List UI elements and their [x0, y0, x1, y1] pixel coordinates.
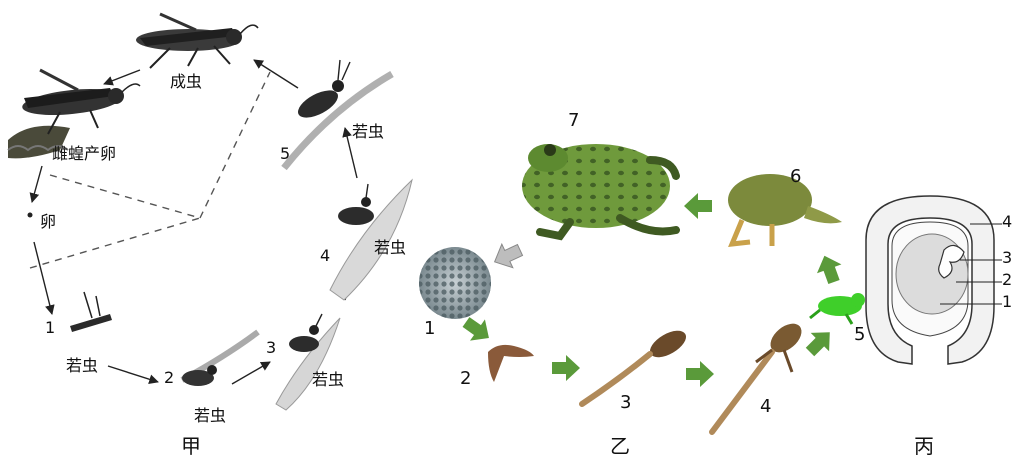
nymph-2: [182, 332, 258, 386]
label-number-3: 3: [266, 340, 276, 356]
label-number-2: 2: [164, 370, 174, 386]
frog-number-1: 1: [424, 320, 435, 338]
frog-number-5: 5: [854, 326, 865, 344]
label-number-4: 4: [320, 248, 330, 264]
egg-mass: [419, 247, 491, 319]
adult-frog: [522, 144, 676, 236]
egg-part-4: 4: [1002, 214, 1012, 230]
grasshopper-cycle: [8, 14, 412, 410]
egg-mark: [28, 213, 33, 218]
frog-number-3: 3: [620, 394, 631, 412]
frog-number-2: 2: [460, 370, 471, 388]
label-number-1: 1: [45, 320, 55, 336]
label-nymph-4: 若虫: [374, 240, 406, 256]
hatched-return-arrow: [489, 238, 525, 273]
label-nymph-2: 若虫: [194, 408, 226, 424]
label-laying: 雌蝗产卵: [52, 146, 116, 162]
caption-yi: 乙: [610, 436, 630, 456]
frog-number-4: 4: [760, 398, 771, 416]
label-nymph-5: 若虫: [352, 124, 384, 140]
nymph-1: [70, 292, 112, 332]
young-tadpole: [488, 345, 534, 382]
tadpole: [582, 325, 690, 404]
juvenile-frog: [810, 293, 865, 324]
caption-bing: 丙: [914, 436, 934, 456]
froglet-with-tail: [728, 174, 842, 246]
label-nymph-1: 若虫: [66, 358, 98, 374]
label-adult: 成虫: [170, 74, 202, 90]
frog-number-7: 7: [568, 112, 579, 130]
label-nymph-3: 若虫: [312, 372, 344, 388]
frog-cycle: [419, 144, 865, 432]
nymph-3: [276, 314, 340, 410]
label-egg: 卵: [40, 214, 56, 230]
egg-part-1: 1: [1002, 294, 1012, 310]
caption-jia: 甲: [181, 436, 201, 456]
egg-structure: [866, 196, 1002, 364]
frog-number-6: 6: [790, 168, 801, 186]
adult-grasshopper: [136, 14, 258, 68]
egg-part-3: 3: [1002, 250, 1012, 266]
nymph-5: [284, 60, 392, 168]
label-number-5: 5: [280, 146, 290, 162]
egg-part-2: 2: [1002, 272, 1012, 288]
